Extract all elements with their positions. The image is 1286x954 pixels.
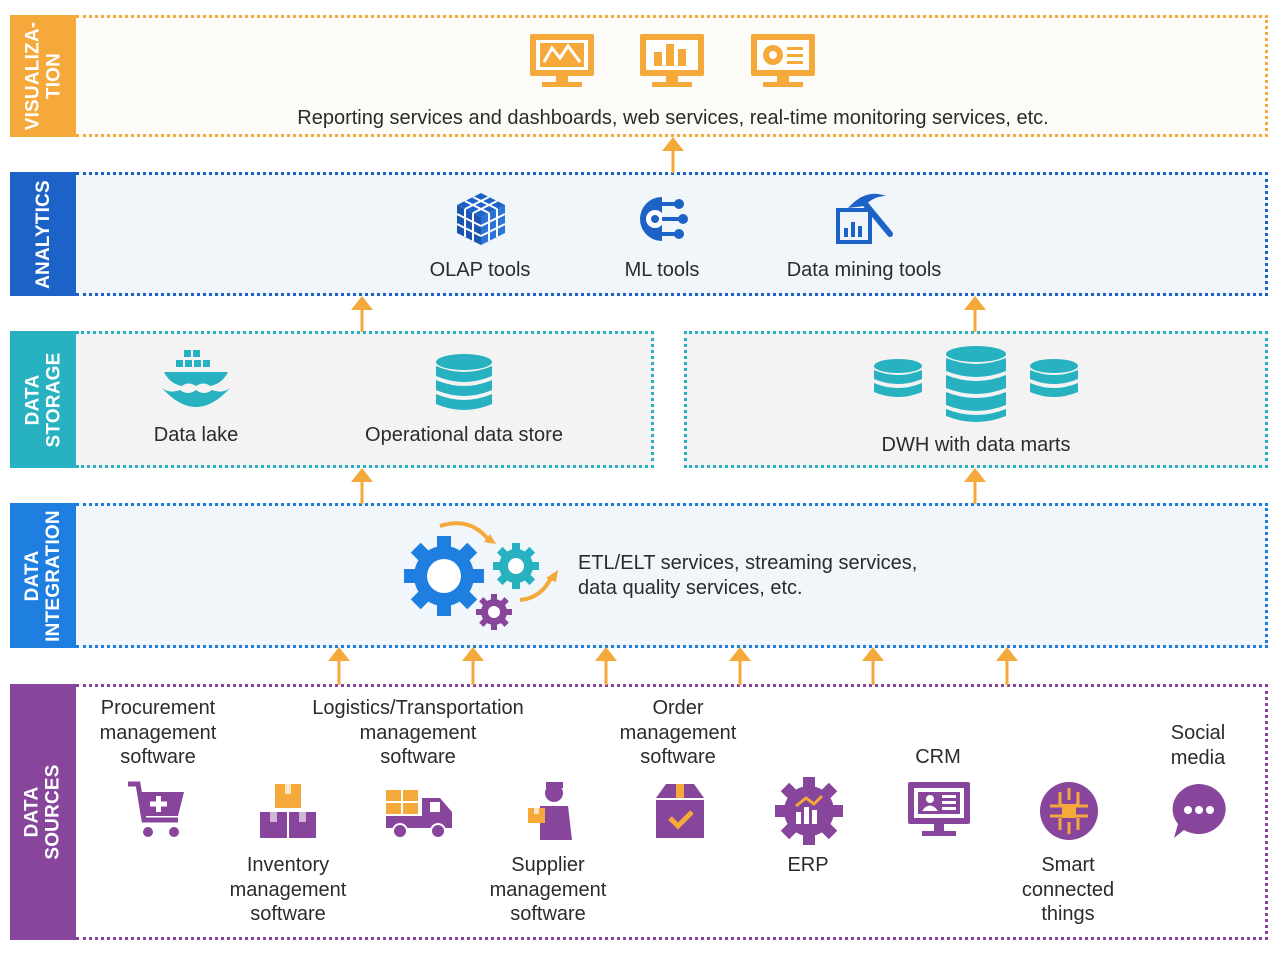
arrow-source-3 (595, 647, 617, 685)
supplier-label: Supplier management software (489, 854, 607, 925)
arrow-lake-to-analytics (351, 296, 373, 332)
report-monitor-icon (530, 34, 594, 87)
integration-tab: DATA INTEGRATION (10, 503, 76, 648)
crm-monitor-icon (908, 782, 970, 836)
inventory-label: Inventory management software (229, 854, 347, 925)
integration-description: ETL/ELT services, streaming services, da… (578, 552, 918, 599)
arrow-source-2 (462, 647, 484, 685)
shopping-cart-icon (128, 781, 184, 837)
crm-label: CRM (915, 746, 961, 768)
database-cluster-icon (874, 346, 1078, 422)
pie-chart-monitor-icon (751, 34, 815, 87)
iot-chip-icon (1040, 782, 1098, 840)
ml-tools-label: ML tools (624, 259, 700, 281)
integration-tab-label: DATA INTEGRATION (22, 509, 64, 642)
storage-tab-label: DATA STORAGE (22, 351, 65, 448)
storage-panel-left (76, 331, 654, 468)
courier-icon (528, 782, 572, 840)
sources-tab: DATA SOURCES (10, 684, 76, 940)
visualization-tab-label: VISUALIZA- TION (22, 21, 65, 131)
arrow-dwh-to-analytics (964, 296, 986, 332)
chat-bubble-icon (1172, 784, 1226, 838)
arrow-source-1 (328, 647, 350, 685)
arrow-source-6 (996, 647, 1018, 685)
data-mining-pickaxe-icon (836, 193, 893, 244)
arrow-source-4 (729, 647, 751, 685)
bar-chart-monitor-icon (640, 34, 704, 87)
sources-tab-label: DATA SOURCES (22, 764, 65, 860)
database-icon (436, 354, 492, 410)
arrow-integration-to-dwh (964, 468, 986, 504)
arrow-analytics-to-visualization (662, 137, 684, 173)
arrow-integration-to-lake (351, 468, 373, 504)
boxes-icon (260, 784, 316, 838)
visualization-description: Reporting services and dashboards, web s… (297, 107, 1049, 129)
order-box-icon (656, 784, 704, 838)
analytics-tab: ANALYTICS (10, 172, 76, 296)
dwh-with-data-marts-label: DWH with data marts (881, 434, 1071, 456)
logistics-label: Logistics/Transportation management soft… (312, 697, 524, 768)
data-lake-ship-icon (162, 350, 230, 407)
storage-tab: DATA STORAGE (10, 331, 76, 468)
order-label: Order management software (619, 697, 737, 768)
erp-gear-icon (775, 777, 843, 845)
delivery-truck-icon (386, 790, 452, 839)
arrow-source-5 (862, 647, 884, 685)
smart-things-label: Smart connected things (1021, 854, 1115, 925)
data-mining-tools-label: Data mining tools (786, 259, 942, 281)
data-lake-label: Data lake (153, 424, 239, 446)
olap-cube-icon (456, 193, 506, 245)
erp-label: ERP (787, 854, 829, 876)
analytics-tab-label: ANALYTICS (32, 179, 54, 289)
olap-tools-label: OLAP tools (429, 259, 531, 281)
integration-panel (76, 503, 1268, 648)
social-media-label: Social media (1170, 722, 1226, 769)
ml-brain-icon (640, 197, 688, 241)
gears-icon (404, 521, 558, 630)
operational-data-store-label: Operational data store (365, 424, 563, 446)
procurement-label: Procurement management software (99, 697, 217, 768)
visualization-tab: VISUALIZA- TION (10, 15, 76, 137)
